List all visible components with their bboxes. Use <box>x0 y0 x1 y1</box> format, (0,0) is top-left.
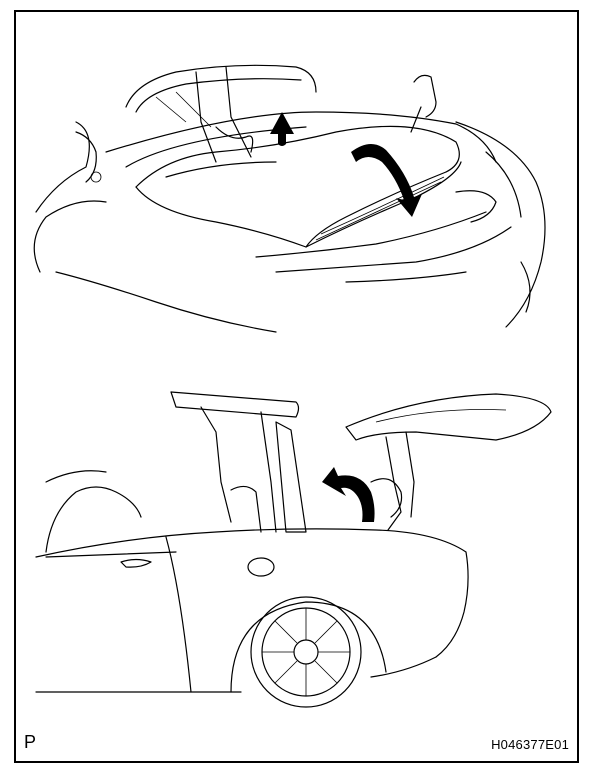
corner-label: P <box>24 732 37 752</box>
open-arrow <box>322 467 375 522</box>
top-panel-drawing <box>33 64 546 333</box>
bottom-panel-drawing <box>35 391 552 708</box>
lift-arrow-small <box>270 112 294 146</box>
illustration-canvas <box>33 64 552 708</box>
diagram-frame: P H046377E01 <box>14 10 579 763</box>
lift-arrow-large <box>351 143 422 217</box>
figure-id: H046377E01 <box>491 737 569 752</box>
